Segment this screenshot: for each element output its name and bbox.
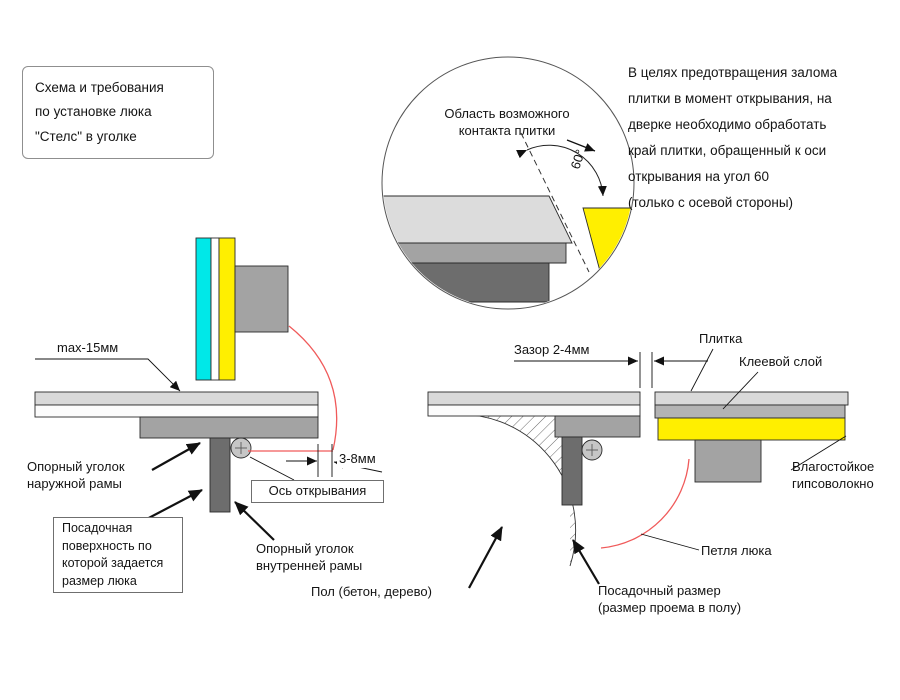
opening-trajectory-right (600, 458, 690, 549)
outer-angle-arrow (151, 442, 201, 471)
glue-leader (722, 371, 759, 410)
seating-surface-arrow (142, 489, 203, 522)
right-outer-frame (554, 415, 641, 438)
scheme-title: Схема и требования по установке люка "Ст… (22, 66, 214, 159)
axis-leader (249, 456, 295, 481)
right-section (427, 348, 849, 589)
right-inner-frame (561, 436, 583, 506)
floor-label: Пол (бетон, дерево) (311, 584, 432, 599)
door-stiffener-block (694, 439, 762, 483)
left-section (34, 237, 383, 541)
detail-label-leader (566, 139, 596, 152)
gvl-leader (790, 435, 847, 471)
detail-tile-layer (383, 195, 573, 244)
inner-angle-label: Опорный уголок внутренней рамы (256, 541, 363, 573)
door-tile-strip (195, 237, 212, 381)
gvl-label: Влагостойкое гипсоволокно (792, 459, 875, 491)
detail-angle-arc (516, 144, 607, 197)
inner-angle-arrow (234, 501, 275, 541)
opening-trajectory-left (288, 325, 338, 451)
outer-angle-label: Опорный уголок наружной рамы (27, 459, 125, 491)
hinge-label-leader (640, 533, 700, 551)
door-frame-block (234, 265, 289, 333)
gap-2-4-label: Зазор 2-4мм (512, 342, 592, 359)
inner-frame-angle (209, 437, 231, 513)
seating-surface-label: Посадочная поверхность по которой задает… (53, 517, 183, 593)
left-slab-base (34, 404, 319, 418)
right-fixed-tile (427, 391, 641, 406)
door-glue-strip (210, 237, 220, 381)
detail-contact-label: Область возможного контакта плитки (444, 106, 570, 138)
requirement-note: В целях предотвращения залома плитки в м… (628, 65, 838, 210)
floor-arrow (468, 526, 503, 589)
seat-size-label: Посадочный размер (размер проема в полу) (598, 583, 742, 615)
left-slab-tile (34, 391, 319, 406)
detail-frame-block (383, 262, 550, 303)
outer-frame-angle (139, 416, 319, 439)
axis-of-opening-label: Ось открывания (251, 480, 384, 503)
hinge-label: Петля люка (701, 543, 772, 558)
detail-glue-layer (383, 242, 567, 264)
seat-size-arrow (572, 539, 600, 585)
max15-leader (35, 358, 181, 392)
tile-leader (690, 348, 714, 392)
right-fixed-base (427, 404, 641, 417)
door-tile-layer (654, 391, 849, 406)
detail-angle-label: 60° (568, 148, 588, 171)
max-overhang-label: max-15мм (55, 340, 121, 357)
detail-view: 60° (381, 56, 635, 310)
gap-3-8-label: 3-8мм (337, 451, 378, 468)
door-glue-layer (654, 404, 846, 419)
glue-layer-label: Клеевой слой (737, 354, 825, 371)
door-gvl-layer (657, 417, 846, 441)
door-gvl-strip (218, 237, 236, 381)
tile-label: Плитка (697, 331, 745, 348)
